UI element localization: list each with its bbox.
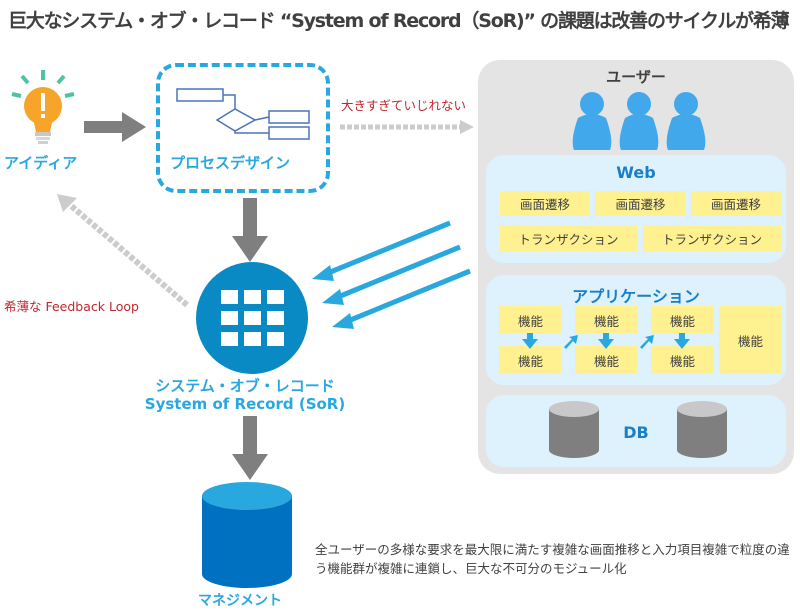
- grid-icon: [221, 290, 284, 346]
- database-icon: [549, 401, 599, 458]
- function-box: 機能: [575, 306, 638, 334]
- too-big-annotation: 大きすぎていじれない: [341, 98, 467, 113]
- function-box: 機能: [575, 346, 638, 374]
- screen-transition-box: 画面遷移: [595, 191, 686, 216]
- transaction-box: トランザクション: [643, 225, 781, 252]
- page-title: 巨大なシステム・オブ・レコード “System of Record（SoR)” …: [8, 10, 790, 32]
- feedback-loop-label: 希薄な Feedback Loop: [4, 299, 139, 314]
- transaction-box: トランザクション: [500, 225, 637, 252]
- sor-label: システム・オブ・レコード System of Record (SoR): [120, 377, 370, 413]
- application-layer: アプリケーション 機能 機能 機能 機能 機能 機能 機能: [486, 275, 786, 385]
- dotted-arrow-to-users: [340, 120, 474, 134]
- function-box: 機能: [651, 306, 714, 334]
- arrow-idea-to-process: [84, 112, 146, 142]
- process-design-box: [156, 63, 330, 193]
- arrow-process-to-sor: [232, 198, 268, 262]
- request-arrows: [312, 220, 471, 329]
- function-chain-arrows: [522, 333, 690, 349]
- description-text: 全ユーザーの多様な要求を最大限に満たす複雑な画面推移と入力項目複雑で粒度の違う機…: [315, 542, 790, 576]
- function-box: 機能: [499, 346, 562, 374]
- process-design-label: プロセスデザイン: [170, 154, 291, 172]
- management-label: マネジメント: [198, 593, 282, 609]
- idea-label: アイディア: [4, 154, 78, 172]
- application-title: アプリケーション: [572, 287, 700, 306]
- lightbulb-icon: [11, 70, 75, 144]
- screen-transition-box: 画面遷移: [500, 191, 590, 216]
- screen-transition-box: 画面遷移: [691, 191, 781, 216]
- function-box: 機能: [651, 346, 714, 374]
- sor-label-en: System of Record (SoR): [144, 395, 346, 413]
- users-title: ユーザー: [606, 68, 666, 86]
- users-icon: [572, 92, 706, 150]
- flowchart-icon: [176, 88, 310, 140]
- feedback-loop-arrow: [57, 194, 189, 308]
- database-icon: [202, 482, 292, 588]
- web-title: Web: [616, 163, 656, 182]
- arrow-sor-to-management: [232, 416, 268, 480]
- function-box: 機能: [719, 306, 782, 374]
- db-title: DB: [623, 423, 649, 442]
- function-box: 機能: [499, 306, 562, 334]
- db-layer: DB: [486, 395, 786, 467]
- database-icon: [677, 401, 727, 458]
- sor-label-ja: システム・オブ・レコード: [155, 377, 335, 395]
- sor-circle: [196, 262, 308, 374]
- web-layer: Web 画面遷移 画面遷移 画面遷移 トランザクション トランザクション: [486, 155, 786, 263]
